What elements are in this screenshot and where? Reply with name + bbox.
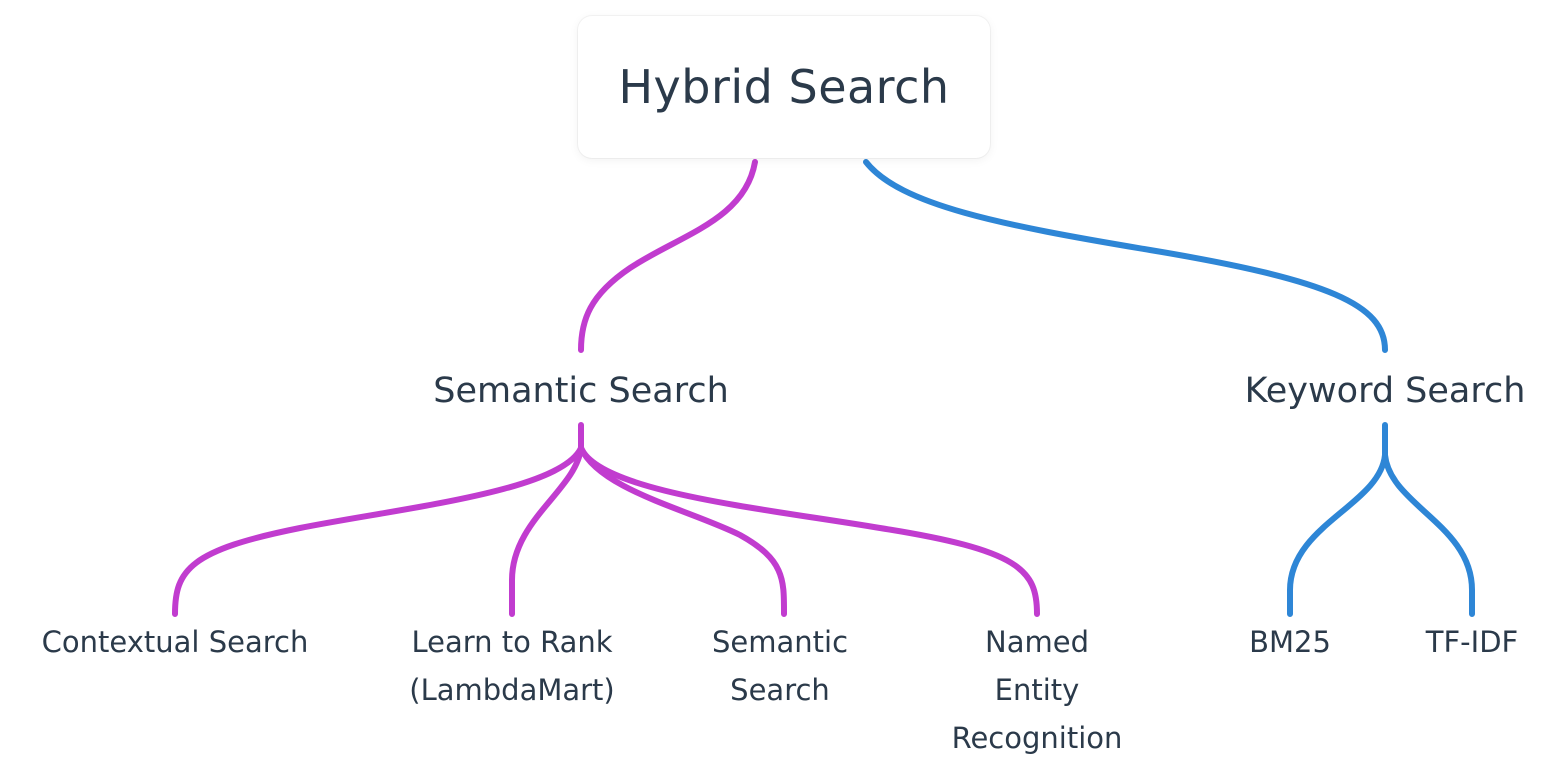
leaf-node-contextual-search[interactable]: Contextual Search <box>42 618 309 666</box>
root-node-label: Hybrid Search <box>618 60 950 114</box>
edge-semantic-learn <box>509 445 584 617</box>
branch-node-label: Keyword Search <box>1244 371 1526 411</box>
leaf-node-tf-idf[interactable]: TF-IDF <box>1426 618 1518 666</box>
leaf-node-line: Search <box>730 673 830 707</box>
leaf-node-line: Contextual Search <box>41 625 309 659</box>
branch-node-semantic-search[interactable]: Semantic Search <box>433 366 729 416</box>
edge-root-keyword <box>863 159 1388 353</box>
leaf-node-line: Learn to Rank <box>411 625 613 659</box>
branch-node-label: Semantic Search <box>433 371 729 411</box>
edge-semantic-ner <box>578 445 1040 617</box>
leaf-node-line: TF-IDF <box>1425 625 1519 659</box>
leaf-node-line: Recognition <box>951 721 1123 755</box>
root-node[interactable]: Hybrid Search <box>578 16 990 158</box>
leaf-node-semantic-search[interactable]: Semantic Search <box>712 618 848 714</box>
edge-root-semantic <box>578 159 758 353</box>
leaf-node-line: Named <box>985 625 1089 659</box>
leaf-node-bm25[interactable]: BM25 <box>1249 618 1331 666</box>
edge-keyword-tfidf <box>1382 452 1475 617</box>
branch-node-keyword-search[interactable]: Keyword Search <box>1245 366 1526 416</box>
leaf-node-learn-to-rank[interactable]: Learn to Rank (LambdaMart) <box>409 618 614 714</box>
leaf-node-line: BM25 <box>1249 625 1331 659</box>
leaf-node-line: Entity <box>994 673 1080 707</box>
edge-semantic-contextual <box>172 445 584 617</box>
edge-keyword-bm25 <box>1287 452 1388 617</box>
leaf-node-line: (LambdaMart) <box>409 673 615 707</box>
leaf-node-line: Semantic <box>711 625 849 659</box>
leaf-node-named-entity-recognition[interactable]: Named Entity Recognition <box>952 618 1123 762</box>
edge-semantic-semantic <box>578 445 788 617</box>
